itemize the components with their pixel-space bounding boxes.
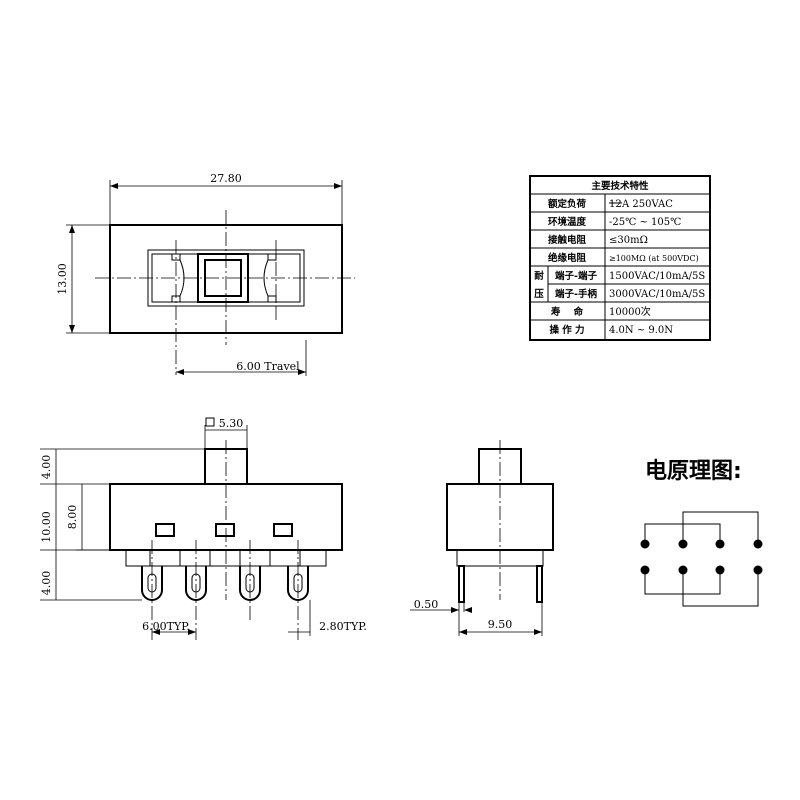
spec-value-terminal-handle: 3000VAC/10mA/5S [609,289,705,300]
spec-value-operating-force: 4.0N ~ 9.0N [609,325,673,336]
spec-group-withstand-1: 耐 [534,270,544,282]
dim-height-label: 13.00 [56,263,69,295]
schematic: 电原理图: [640,459,763,607]
spec-label-contact-resistance: 接触电阻 [548,234,587,246]
top-view-actuator [197,253,249,303]
spec-value-life: 10000次 [609,305,651,318]
dim-pin-pitch-label: 2.80TYP. [319,620,367,633]
front-view-window [273,523,293,537]
dim-travel-label: 6.00 Travel [236,360,300,373]
schematic-contact [678,565,688,575]
dim-side-width-label: 9.50 [488,618,513,631]
spec-label-life: 寿 命 [551,306,584,318]
top-view-tab [267,253,277,261]
spec-label-operating-force: 操 作 力 [549,324,584,336]
schematic-contact [640,539,650,549]
schematic-contact [753,539,763,549]
side-view-pin [536,565,543,603]
dim-body-10-label: 10.00 [40,511,53,543]
schematic-wire [682,570,759,607]
spec-value-terminal-terminal: 1500VAC/10mA/5S [609,271,705,282]
square-symbol [205,417,215,427]
spec-value-insulation: ≥100MΩ (at 500VDC) [609,254,699,263]
dim-width-label: 27.80 [210,172,242,185]
side-view-pin [458,565,465,603]
dim-pin-thickness-label: 0.50 [414,598,439,611]
spec-value-temperature: -25℃ ~ 105℃ [609,217,681,228]
dim-actuator-label: 5.30 [219,417,244,430]
spec-group-withstand-2: 压 [534,289,544,300]
dim-bottom-4-label: 4.00 [40,571,53,596]
schematic-contact [640,565,650,575]
front-view: 5.30 4.00 10.00 8.00 4.00 6.00TYP. 2.80T… [40,417,367,640]
spec-label-terminal-terminal: 端子-端子 [555,270,597,282]
spec-value-rated-load-struck: 12 [609,199,622,210]
schematic-contact [753,565,763,575]
spec-label-rated-load: 额定负荷 [548,198,587,210]
dim-top-4-label: 4.00 [40,455,53,480]
schematic-contact [715,539,725,549]
terminal [239,566,261,601]
dim-body-8-label: 8.00 [66,505,79,530]
top-view: 27.80 13.00 6.00 Travel [56,172,355,376]
spec-value-contact-resistance: ≤30mΩ [609,235,648,246]
schematic-wire [682,511,759,544]
front-view-window [215,523,235,537]
spec-label-terminal-handle: 端子-手柄 [555,288,597,300]
side-view: 0.50 9.50 [410,440,554,636]
spec-label-insulation: 绝缘电阻 [548,252,587,264]
spec-table: 主要技术特性 额定负荷 12 A 250VAC 环境温度 -25℃ ~ 105℃… [529,175,711,341]
spec-table-border [529,175,711,341]
front-view-window [155,523,175,537]
top-view-tab [267,295,277,303]
schematic-title: 电原理图: [645,459,742,484]
spec-label-temperature: 环境温度 [548,216,587,228]
terminal [141,566,163,601]
front-view-terminals [141,566,309,601]
top-view-contour [263,259,269,297]
spec-table-title: 主要技术特性 [591,180,649,192]
terminal [287,566,309,601]
spec-value-rated-load: A 250VAC [621,199,673,210]
dim-pitch-label: 6.00TYP. [142,620,190,633]
terminal [185,566,207,601]
schematic-contact [678,539,688,549]
schematic-contact [715,565,725,575]
